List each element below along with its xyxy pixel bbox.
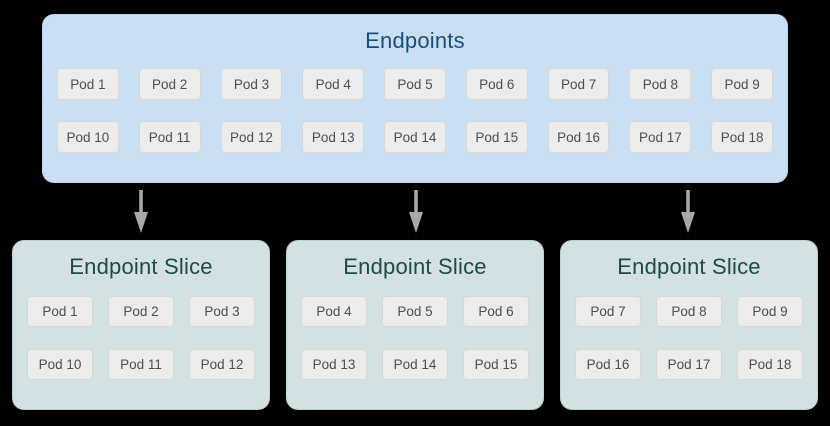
pod-chip: Pod 15 — [463, 349, 529, 380]
pod-chip: Pod 1 — [27, 296, 93, 327]
pod-chip: Pod 14 — [382, 349, 448, 380]
pod-chip: Pod 18 — [711, 121, 774, 153]
pod-chip: Pod 16 — [547, 121, 610, 153]
pod-chip: Pod 12 — [189, 349, 255, 380]
slice-3-pod-row-1: Pod 7 Pod 8 Pod 9 — [575, 296, 803, 327]
pod-chip: Pod 8 — [656, 296, 722, 327]
pod-chip: Pod 10 — [57, 121, 119, 153]
down-arrow-icon — [680, 190, 696, 233]
slice-1-pod-row-1: Pod 1 Pod 2 Pod 3 — [27, 296, 255, 327]
pod-chip: Pod 17 — [656, 349, 722, 380]
pod-chip: Pod 5 — [384, 68, 446, 100]
endpoints-pod-row-1: Pod 1 Pod 2 Pod 3 Pod 4 Pod 5 Pod 6 Pod 7 Pod 8… — [57, 68, 774, 100]
down-arrow-icon — [408, 190, 424, 233]
pod-chip: Pod 3 — [189, 296, 255, 327]
pod-chip: Pod 11 — [108, 349, 174, 380]
pod-chip: Pod 2 — [138, 68, 201, 100]
pod-chip: Pod 9 — [711, 68, 774, 100]
pod-chip: Pod 9 — [737, 296, 803, 327]
slice-2-pod-row-2: Pod 13 Pod 14 Pod 15 — [301, 349, 529, 380]
pod-chip: Pod 10 — [27, 349, 93, 380]
pod-chip: Pod 3 — [220, 68, 283, 100]
down-arrow-icon — [133, 190, 149, 233]
pod-chip: Pod 18 — [737, 349, 803, 380]
pod-chip: Pod 13 — [301, 349, 367, 380]
pod-chip: Pod 11 — [138, 121, 201, 153]
pod-chip: Pod 7 — [575, 296, 641, 327]
endpoints-title: Endpoints — [365, 28, 465, 53]
pod-chip: Pod 4 — [301, 296, 367, 327]
pod-chip: Pod 6 — [465, 68, 528, 100]
pod-chip: Pod 12 — [220, 121, 283, 153]
pod-chip: Pod 8 — [629, 68, 692, 100]
pod-chip: Pod 2 — [108, 296, 174, 327]
endpoints-pod-row-2: Pod 10 Pod 11 Pod 12 Pod 13 Pod 14 Pod 15 Pod … — [57, 121, 774, 153]
slice-2-pod-row-1: Pod 4 Pod 5 Pod 6 — [301, 296, 529, 327]
slice-3-pod-row-2: Pod 16 Pod 17 Pod 18 — [575, 349, 803, 380]
pod-chip: Pod 5 — [382, 296, 448, 327]
pod-chip: Pod 6 — [463, 296, 529, 327]
endpoint-slice-title: Endpoint Slice — [617, 254, 761, 279]
endpoints-box: Endpoints Pod 1 Pod 2 Pod 3 Pod 4 Pod 5 Pod 6… — [42, 14, 788, 183]
pod-chip: Pod 13 — [302, 121, 365, 153]
pod-chip: Pod 17 — [629, 121, 692, 153]
pod-chip: Pod 14 — [384, 121, 446, 153]
endpoint-slice-title: Endpoint Slice — [69, 254, 213, 279]
pod-chip: Pod 1 — [57, 68, 119, 100]
pod-chip: Pod 15 — [465, 121, 528, 153]
slice-1-pod-row-2: Pod 10 Pod 11 Pod 12 — [27, 349, 255, 380]
endpoint-slice-title: Endpoint Slice — [343, 254, 487, 279]
pod-chip: Pod 4 — [302, 68, 365, 100]
pod-chip: Pod 16 — [575, 349, 641, 380]
pod-chip: Pod 7 — [547, 68, 610, 100]
